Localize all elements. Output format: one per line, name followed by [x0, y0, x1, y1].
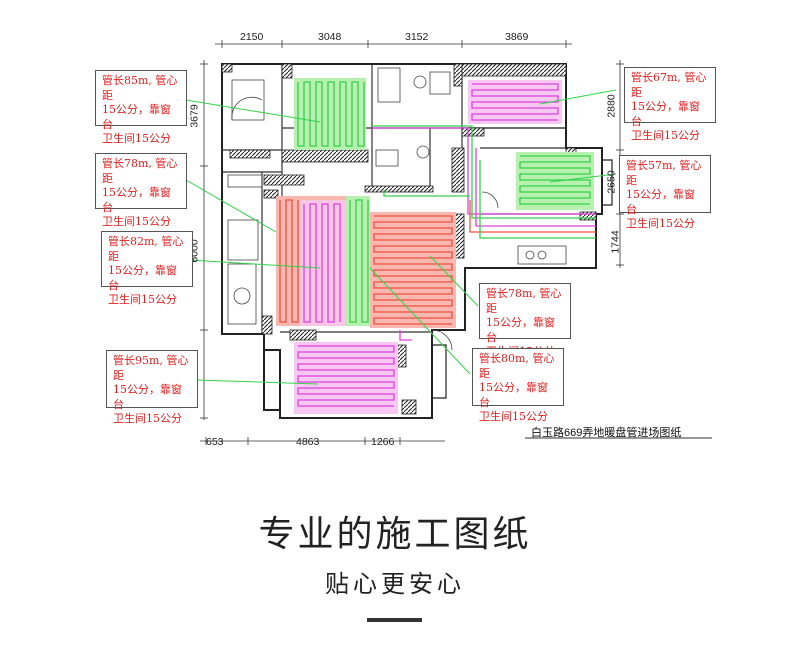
- dim-bottom-2: 4863: [296, 436, 320, 448]
- sub-title: 贴心更安心: [325, 570, 465, 598]
- pipe-note-4: 管长95m, 管心距 15公分，靠窗台 卫生间15公分: [106, 350, 198, 425]
- hatched-walls: [221, 63, 597, 415]
- leader-lines: [185, 89, 617, 385]
- pipe-note-7: 管长78m, 管心距 15公分，靠窗台 卫生间15公分: [479, 283, 571, 358]
- dim-top-2: 3048: [318, 31, 342, 43]
- main-title: 专业的施工图纸: [258, 514, 532, 555]
- pipe-note-1: 管长85m, 管心距 15公分，靠窗台 卫生间15公分: [95, 70, 187, 145]
- dim-right-1: 2880: [605, 94, 618, 118]
- decorative-bar: [367, 618, 422, 622]
- heating-zones: [276, 78, 594, 414]
- pipe-note-2: 管长78m, 管心距 15公分，靠窗台 卫生间15公分: [95, 153, 187, 228]
- pipe-note-8: 管长80m, 管心距 15公分，靠窗台 卫生间15公分: [472, 348, 564, 423]
- dim-left-1: 3679: [188, 104, 201, 128]
- floor-plan-drawing: [185, 40, 712, 445]
- walls: [221, 63, 613, 419]
- dim-bottom-3: 1266: [371, 436, 395, 448]
- dim-bottom-1: 653: [206, 436, 224, 448]
- dim-top-1: 2150: [240, 31, 264, 43]
- dim-top-4: 3869: [505, 31, 529, 43]
- dim-right-2: 2650: [605, 170, 618, 194]
- pipe-note-5: 管长67m, 管心距 15公分，靠窗台 卫生间15公分: [624, 67, 716, 142]
- dim-top-3: 3152: [405, 31, 429, 43]
- pipe-note-3: 管长82m, 管心距 15公分，靠窗台 卫生间15公分: [101, 231, 193, 306]
- fixtures: [227, 67, 567, 351]
- heating-pipes: [279, 81, 596, 407]
- dim-right-3: 1744: [609, 230, 622, 254]
- pipe-note-6: 管长57m, 管心距 15公分，靠窗台 卫生间15公分: [619, 155, 711, 230]
- drawing-title: 白玉路669弄地暖盘管进场图纸: [531, 427, 682, 439]
